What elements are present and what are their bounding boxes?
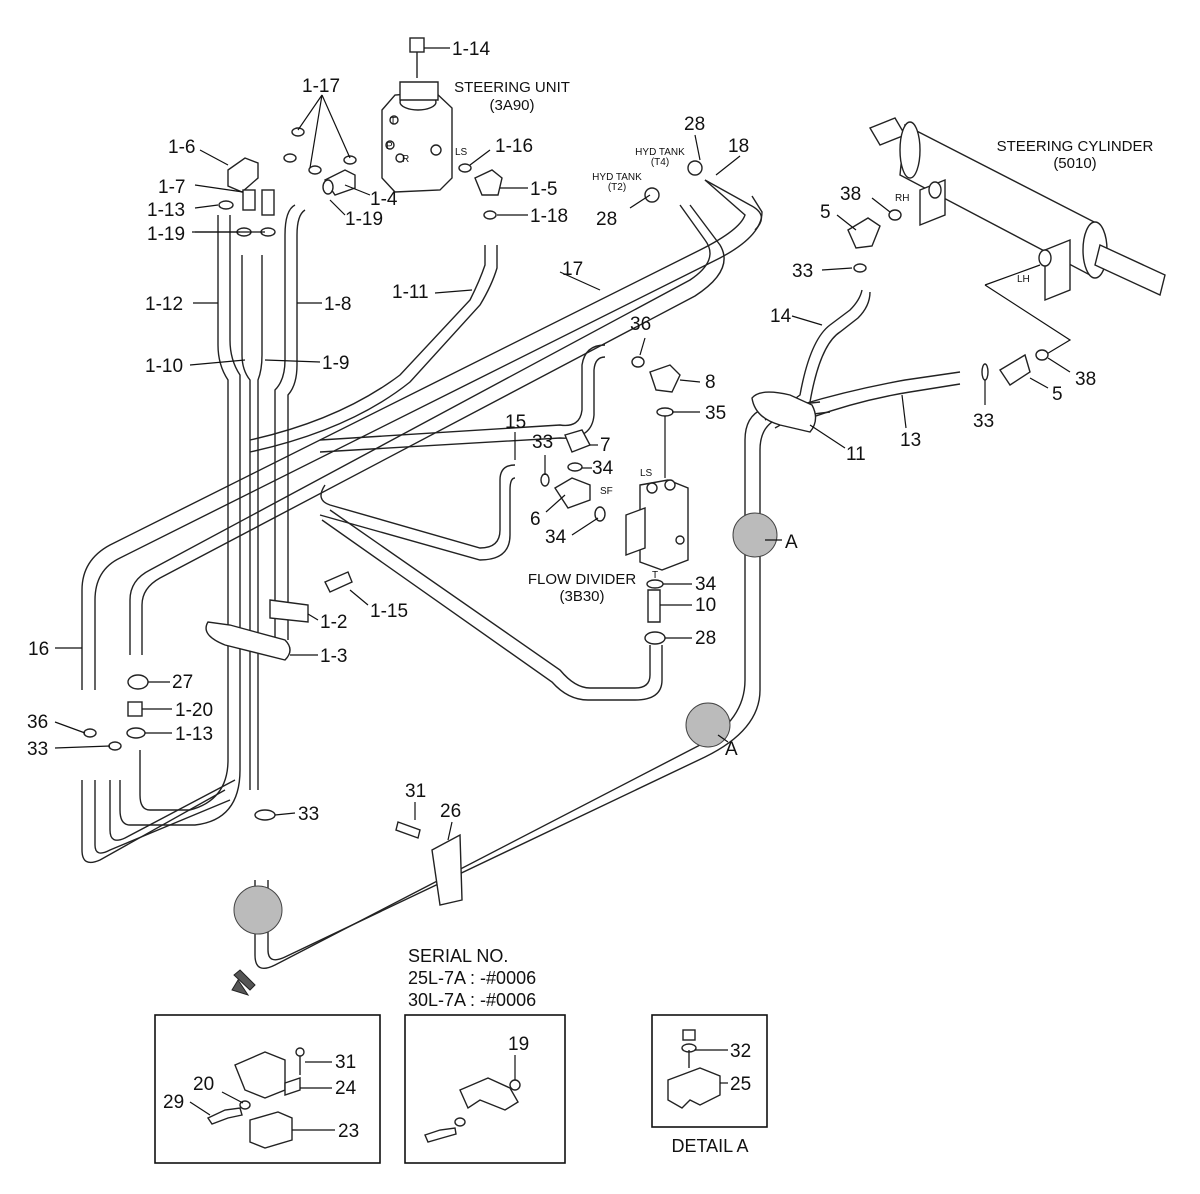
detail1-callout-20: 20 (193, 1074, 214, 1095)
steering-unit-title: STEERING UNIT (454, 79, 570, 96)
callout-14: 14 (770, 306, 792, 327)
callout-28-a: 28 (684, 114, 705, 135)
callout-16: 16 (28, 639, 49, 660)
steering-cylinder-title: STEERING CYLINDER (997, 138, 1154, 155)
callout-1-11: 1-11 (392, 282, 429, 303)
serial-number-block: SERIAL NO. 25L-7A : -#0006 30L-7A : -#00… (408, 946, 536, 1010)
detail3-callout-32: 32 (730, 1041, 751, 1062)
hyd-tank-t4-label: HYD TANK (635, 147, 685, 158)
detail-box-3: 32 25 DETAIL A (651, 1014, 768, 1156)
callout-33-a: 33 (792, 261, 813, 282)
callout-1-18: 1-18 (530, 206, 568, 227)
callout-26: 26 (440, 801, 461, 822)
callouts: 1-14 1-17 1-6 1-7 1-13 1-19 1-19 1-4 1-1… (27, 39, 1096, 825)
detail3-callout-25: 25 (730, 1074, 751, 1095)
callout-10: 10 (695, 595, 716, 616)
callout-1-10: 1-10 (145, 356, 183, 377)
callout-a-2: A (725, 739, 738, 760)
callout-34-a: 34 (592, 458, 614, 479)
port-r-label: R (402, 154, 409, 165)
callout-1-19-a: 1-19 (147, 224, 185, 245)
callout-a-1: A (785, 532, 798, 553)
callout-1-17: 1-17 (302, 76, 340, 97)
callout-34-c: 34 (695, 574, 717, 595)
detail1-callout-31: 31 (335, 1052, 356, 1073)
callout-1-2: 1-2 (320, 612, 347, 633)
callout-1-13-b: 1-13 (175, 724, 213, 745)
port-t-label: T (390, 116, 396, 127)
callout-1-20: 1-20 (175, 700, 213, 721)
callout-1-14: 1-14 (452, 39, 490, 60)
callout-1-5: 1-5 (530, 179, 557, 200)
t-label: T (652, 570, 658, 581)
fittings (83, 37, 1049, 996)
steering-cylinder-code: (5010) (1053, 155, 1096, 172)
steering-cylinder (868, 117, 1166, 356)
callout-31: 31 (405, 781, 426, 802)
ls-unit-label: LS (455, 147, 468, 158)
callout-1-16: 1-16 (495, 136, 533, 157)
callout-6: 6 (530, 509, 541, 530)
callout-17: 17 (562, 259, 583, 280)
callout-1-6: 1-6 (168, 137, 195, 158)
callout-5-a: 5 (820, 202, 831, 223)
steering-unit-code: (3A90) (489, 97, 534, 114)
callout-1-15: 1-15 (370, 601, 408, 622)
rh-label: RH (895, 193, 909, 204)
callout-13: 13 (900, 430, 921, 451)
callout-33-c: 33 (532, 432, 553, 453)
lh-label: LH (1017, 274, 1030, 285)
callout-36-a: 36 (630, 314, 651, 335)
detail-box-2: 19 (404, 1014, 566, 1164)
callout-28-c: 28 (695, 628, 716, 649)
detail-box-1: 31 20 24 29 23 (154, 1014, 381, 1164)
flow-divider-code: (3B30) (559, 588, 604, 605)
callout-33-d: 33 (27, 739, 48, 760)
port-p-label: P (386, 141, 393, 152)
callout-38-b: 38 (1075, 369, 1096, 390)
serial-line-1: 25L-7A : -#0006 (408, 968, 536, 988)
component-titles: STEERING UNIT (3A90) STEERING CYLINDER (… (454, 79, 1153, 605)
detail2-callout-19: 19 (508, 1034, 529, 1055)
callout-7: 7 (600, 435, 611, 456)
callout-1-9: 1-9 (322, 353, 349, 374)
detail1-callout-29: 29 (163, 1092, 184, 1113)
hyd-tank-t2-code: (T2) (608, 182, 626, 193)
callout-28-b: 28 (596, 209, 617, 230)
callout-15: 15 (505, 412, 526, 433)
callout-5-b: 5 (1052, 384, 1063, 405)
callout-1-7: 1-7 (158, 177, 185, 198)
callout-18: 18 (728, 136, 749, 157)
callout-38-a: 38 (840, 184, 861, 205)
detail1-callout-23: 23 (338, 1121, 359, 1142)
callout-1-4: 1-4 (370, 189, 398, 210)
pipe-network (81, 179, 961, 969)
hyd-tank-t4-code: (T4) (651, 157, 669, 168)
flow-divider-title: FLOW DIVIDER (528, 571, 637, 588)
leader-lines (54, 47, 1071, 841)
serial-line-2: 30L-7A : -#0006 (408, 990, 536, 1010)
callout-1-12: 1-12 (145, 294, 183, 315)
callout-1-8: 1-8 (324, 294, 351, 315)
sf-label: SF (600, 486, 613, 497)
callout-36-b: 36 (27, 712, 48, 733)
serial-title: SERIAL NO. (408, 946, 508, 966)
callout-34-b: 34 (545, 527, 567, 548)
hyd-tank-t2-label: HYD TANK (592, 172, 642, 183)
callout-1-3: 1-3 (320, 646, 347, 667)
callout-1-19-b: 1-19 (345, 209, 383, 230)
callout-1-13-a: 1-13 (147, 200, 185, 221)
steering-unit: T P R (381, 81, 453, 193)
flow-divider: LS SF T (600, 468, 689, 623)
callout-8: 8 (705, 372, 716, 393)
detail1-callout-24: 24 (335, 1078, 357, 1099)
callout-33-b: 33 (973, 411, 994, 432)
callout-35: 35 (705, 403, 726, 424)
callout-33-e: 33 (298, 804, 319, 825)
callout-27: 27 (172, 672, 193, 693)
ls-divider-label: LS (640, 468, 653, 479)
detail-a-title: DETAIL A (671, 1136, 748, 1156)
callout-11: 11 (846, 444, 866, 465)
